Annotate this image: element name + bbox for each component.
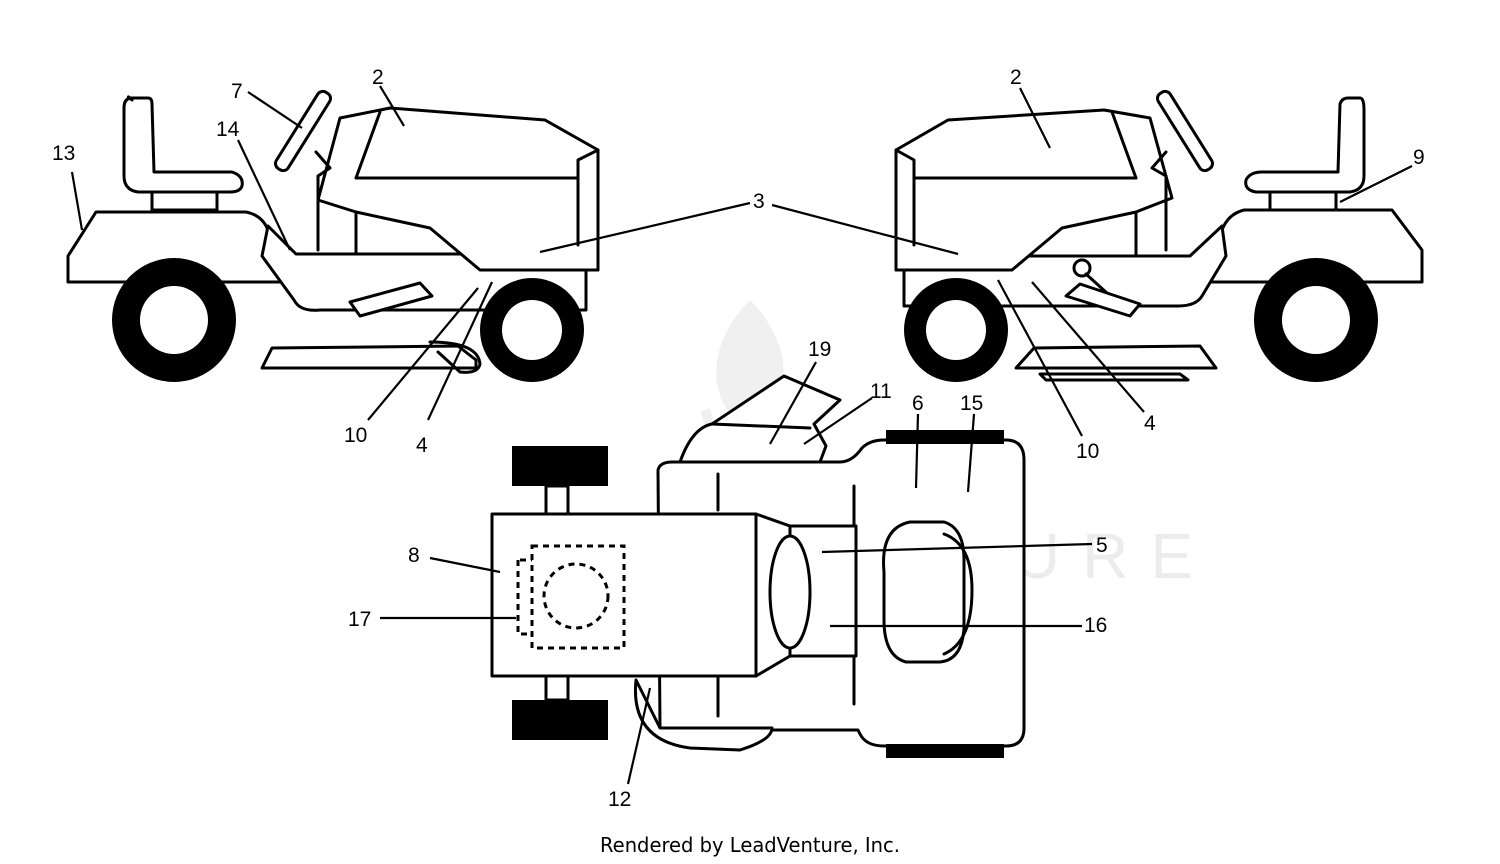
right-side-view-tractor [894,89,1424,382]
top-view-tractor [490,374,1026,758]
mower-deck [260,344,478,370]
air-filter-outline [542,562,610,630]
callout-3: 3 [753,190,765,213]
callout-14: 14 [216,118,240,141]
callout-2-left: 2 [372,66,384,89]
callout-13: 13 [52,142,75,165]
credit-line: Rendered by LeadVenture, Inc. [600,833,900,857]
callout-10-right: 10 [1076,440,1099,463]
callout-4-left: 4 [416,434,428,457]
callout-19: 19 [808,338,831,361]
callout-16: 16 [1084,614,1107,637]
rear-tire-bottom [886,744,1004,758]
front-tire-bottom [512,700,608,740]
left-side-view-tractor [66,89,600,382]
seat-base [150,190,219,212]
hood [316,106,600,272]
callout-17: 17 [348,608,371,631]
callout-8: 8 [408,544,420,567]
foot-pedal [1064,282,1142,318]
callout-15: 15 [960,392,983,415]
front-tire-top [512,446,608,486]
seat-top [882,520,966,664]
seat-base [1268,190,1338,212]
steering-wheel [1155,89,1215,173]
rear-tire-top [886,430,1004,444]
callout-12: 12 [608,788,631,811]
callout-7: 7 [231,80,243,103]
callout-5: 5 [1096,534,1108,557]
steering-wheel [273,89,333,173]
lower-shroud [633,678,774,752]
lift-lever-knob [1072,258,1092,278]
leader-lines [70,85,1413,785]
front-axle-top [544,484,570,516]
seat [122,95,244,194]
callout-6: 6 [912,392,924,415]
hood [894,108,1174,272]
callout-11: 11 [870,380,892,403]
foot-pedal [348,281,434,318]
seat [1244,96,1366,194]
steering-wheel-top [768,534,812,650]
callout-9: 9 [1413,146,1425,169]
mower-deck [1014,344,1218,370]
callout-4-right: 4 [1144,412,1156,435]
callout-10-left: 10 [344,424,367,447]
callout-2-right: 2 [1010,66,1022,89]
engine-outline [530,544,626,650]
hood-top [490,512,758,678]
callout-labels: 2 2 3 4 4 5 6 7 8 9 10 10 11 12 13 14 15… [52,66,1425,811]
front-axle-bottom [544,674,570,702]
discharge-chute [678,374,842,464]
